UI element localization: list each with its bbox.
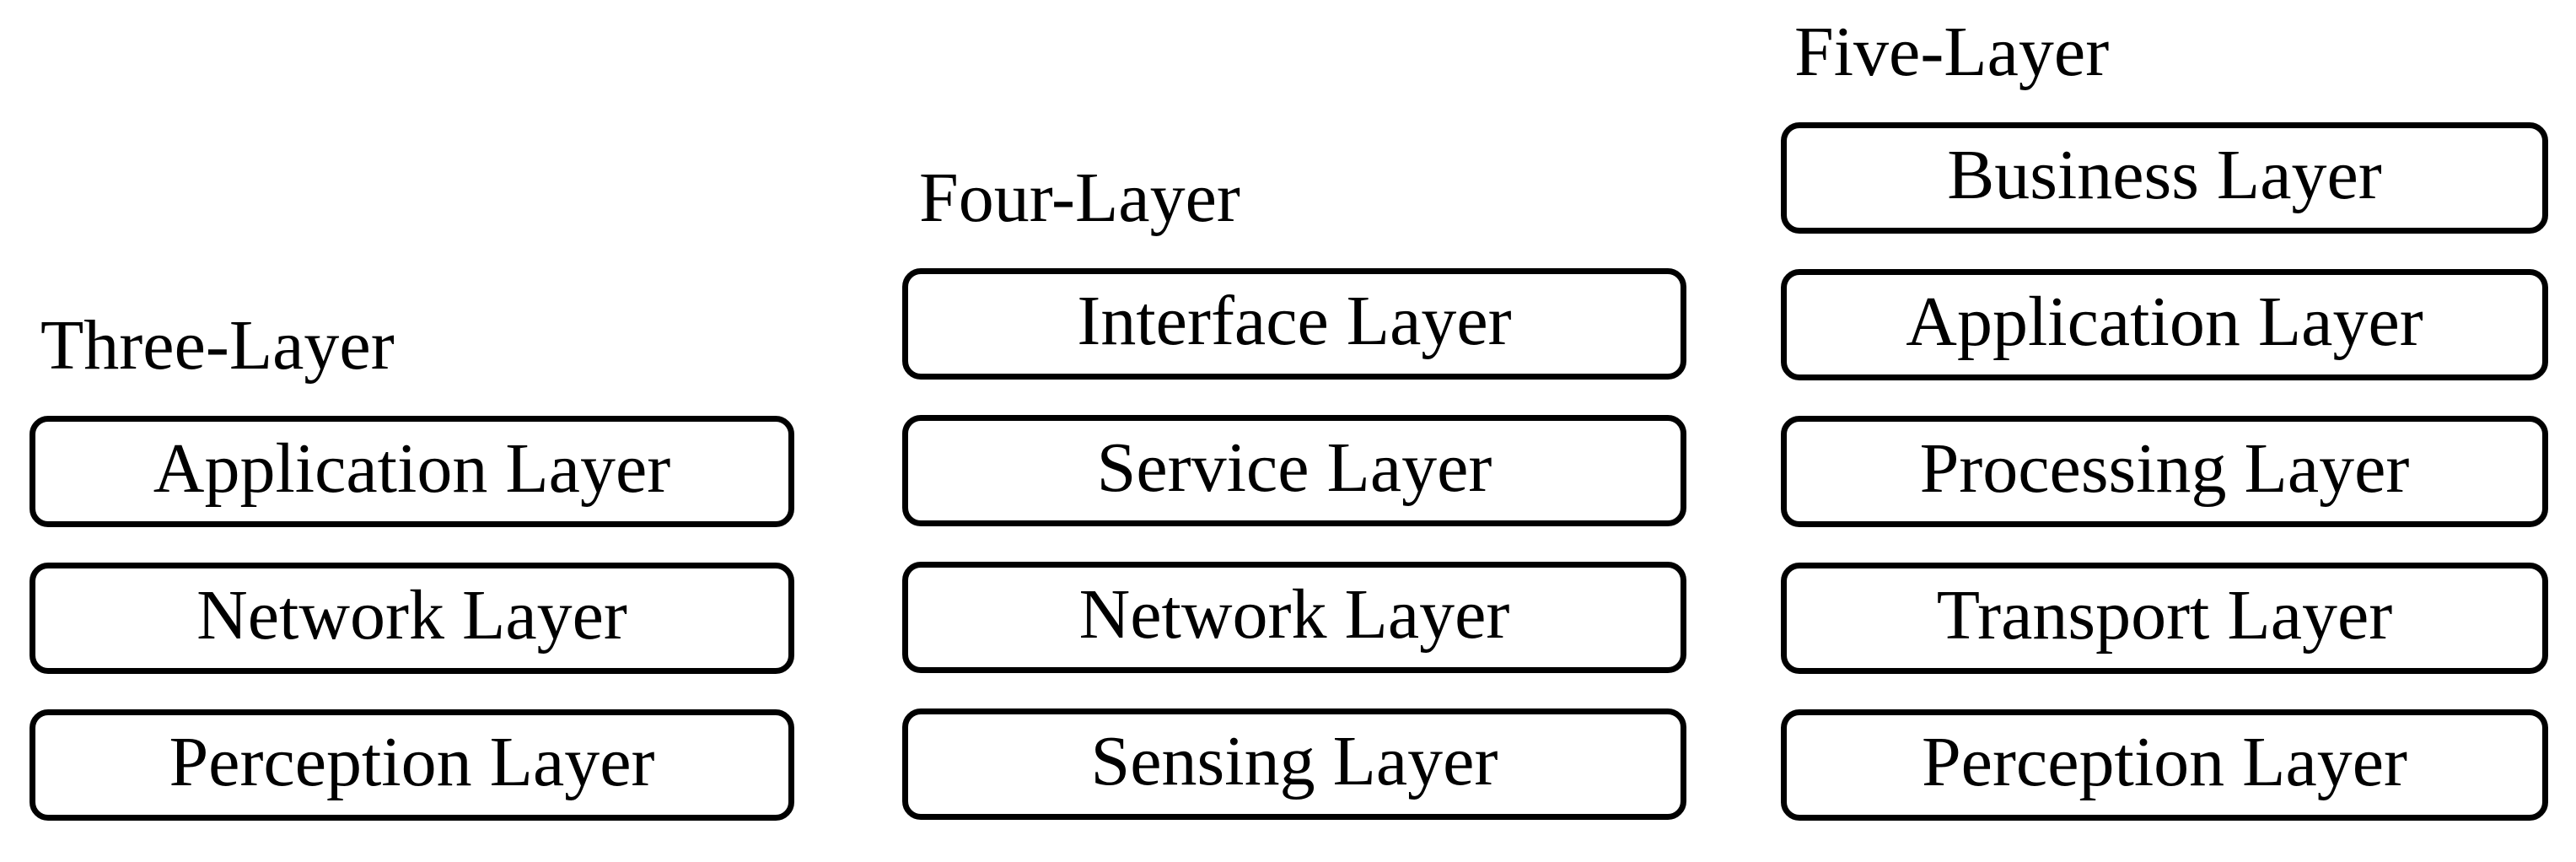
- column-title-four-layer: Four-Layer: [919, 159, 1240, 237]
- layer-box[interactable]: Business Layer: [1781, 122, 2548, 234]
- layer-box[interactable]: Perception Layer: [1781, 709, 2548, 821]
- layer-box-label: Business Layer: [1947, 136, 2382, 214]
- layer-box[interactable]: Processing Layer: [1781, 416, 2548, 527]
- layer-box-label: Sensing Layer: [1090, 722, 1498, 800]
- layer-box-label: Network Layer: [196, 576, 627, 655]
- layer-box[interactable]: Service Layer: [902, 415, 1686, 526]
- layer-box-label: Interface Layer: [1077, 282, 1512, 360]
- layer-box[interactable]: Transport Layer: [1781, 563, 2548, 674]
- layer-box[interactable]: Perception Layer: [30, 709, 794, 821]
- layer-box[interactable]: Interface Layer: [902, 268, 1686, 380]
- column-title-three-layer: Three-Layer: [40, 306, 395, 385]
- layer-box-label: Service Layer: [1096, 428, 1492, 507]
- layer-box-label: Perception Layer: [1921, 723, 2408, 801]
- layer-box[interactable]: Network Layer: [30, 563, 794, 674]
- column-title-five-layer: Five-Layer: [1794, 13, 2110, 91]
- layer-box-label: Processing Layer: [1919, 429, 2410, 508]
- layer-box[interactable]: Application Layer: [30, 416, 794, 527]
- layer-box[interactable]: Sensing Layer: [902, 708, 1686, 820]
- layer-box[interactable]: Network Layer: [902, 562, 1686, 673]
- layer-box-label: Application Layer: [1906, 283, 2423, 361]
- layer-box-label: Application Layer: [153, 429, 671, 508]
- layer-box-label: Perception Layer: [169, 723, 655, 801]
- layer-box-label: Transport Layer: [1936, 576, 2393, 655]
- layer-box-label: Network Layer: [1078, 575, 1510, 654]
- layer-box[interactable]: Application Layer: [1781, 269, 2548, 380]
